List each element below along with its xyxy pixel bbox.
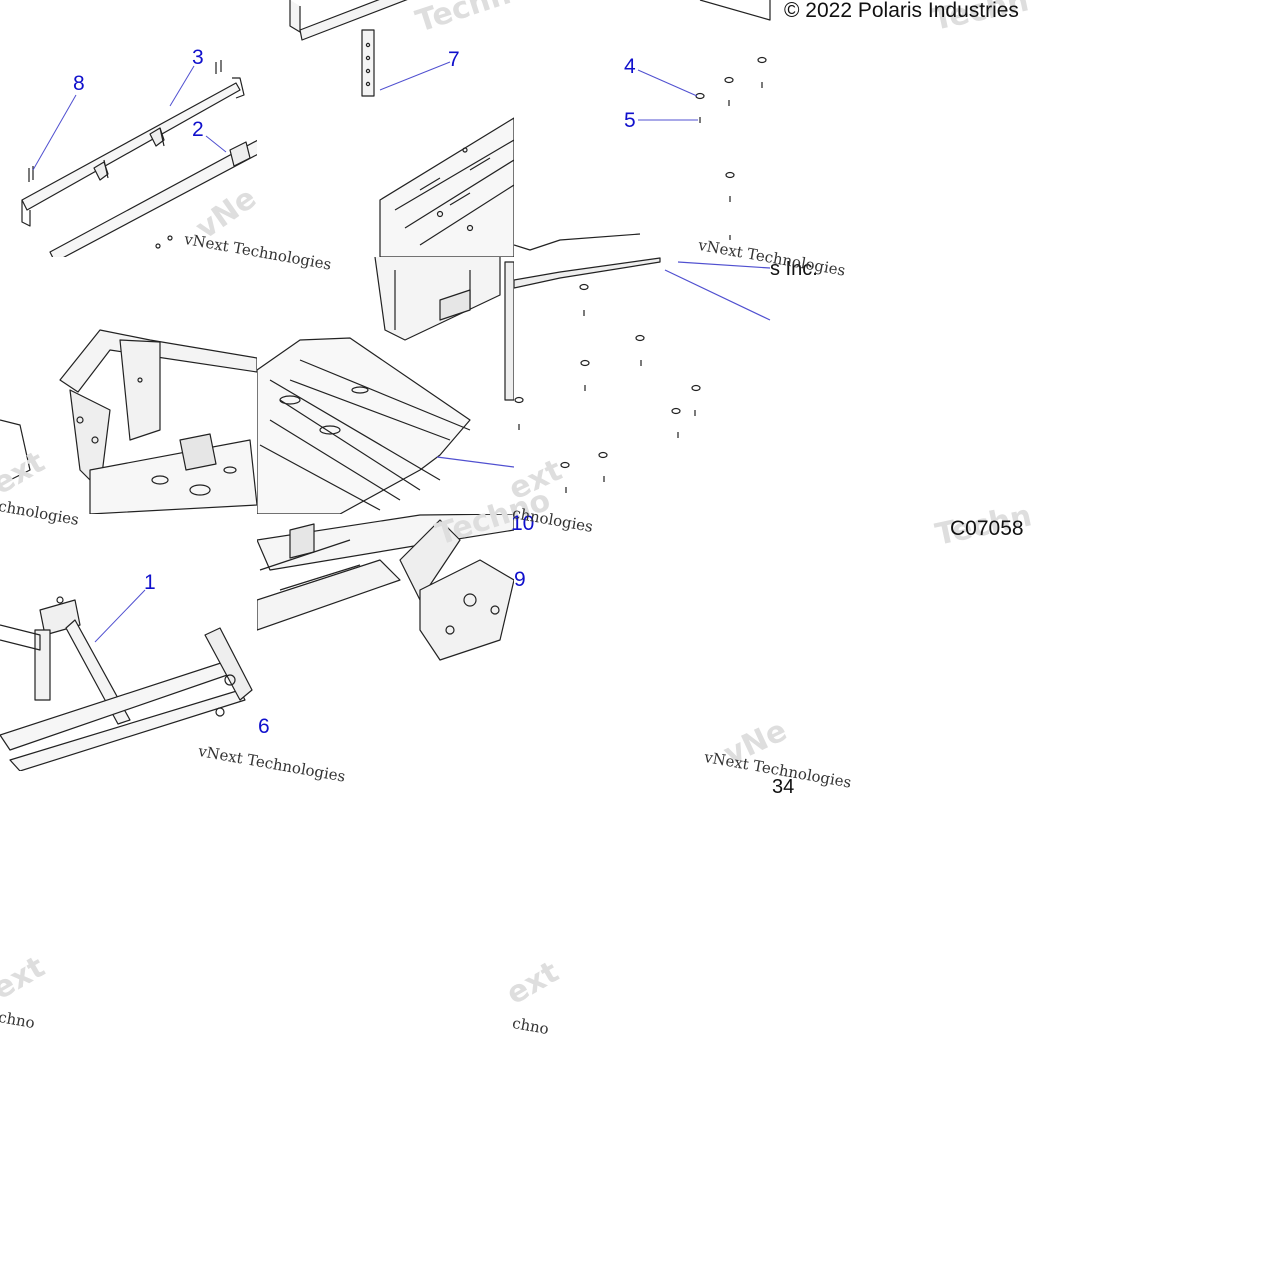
callout-6: 6 xyxy=(258,715,270,738)
page-number-fragment: 34 xyxy=(772,776,795,798)
callout-10: 10 xyxy=(511,512,535,535)
callout-4: 4 xyxy=(624,55,636,78)
watermark-fragment: ext xyxy=(0,950,51,1007)
diagram-code: C07058 xyxy=(950,517,1024,540)
callout-1: 1 xyxy=(144,571,156,594)
copyright-fragment: s Inc. xyxy=(770,258,818,280)
fastener-tile xyxy=(514,257,771,493)
watermark-fragment: ext xyxy=(0,445,51,502)
copyright-text: © 2022 Polaris Industries xyxy=(784,0,1019,22)
watermark-fragment: ext xyxy=(501,955,565,1012)
crossbar-tile xyxy=(21,60,257,257)
front-frame-tile xyxy=(0,596,253,771)
rear-frame-tile xyxy=(0,329,257,514)
callout-2: 2 xyxy=(192,118,204,141)
rollbar-tile xyxy=(289,0,514,257)
leader-lines xyxy=(32,61,698,643)
hardware-tile xyxy=(514,0,771,251)
callout-7: 7 xyxy=(448,48,460,71)
watermark-fragment: Techno xyxy=(412,0,535,40)
front-frame-right-tile xyxy=(257,514,514,661)
callout-3: 3 xyxy=(192,46,204,69)
callout-8: 8 xyxy=(73,72,85,95)
floor-pan-tile xyxy=(257,257,514,514)
callout-5: 5 xyxy=(624,109,636,132)
callout-9: 9 xyxy=(514,568,526,591)
